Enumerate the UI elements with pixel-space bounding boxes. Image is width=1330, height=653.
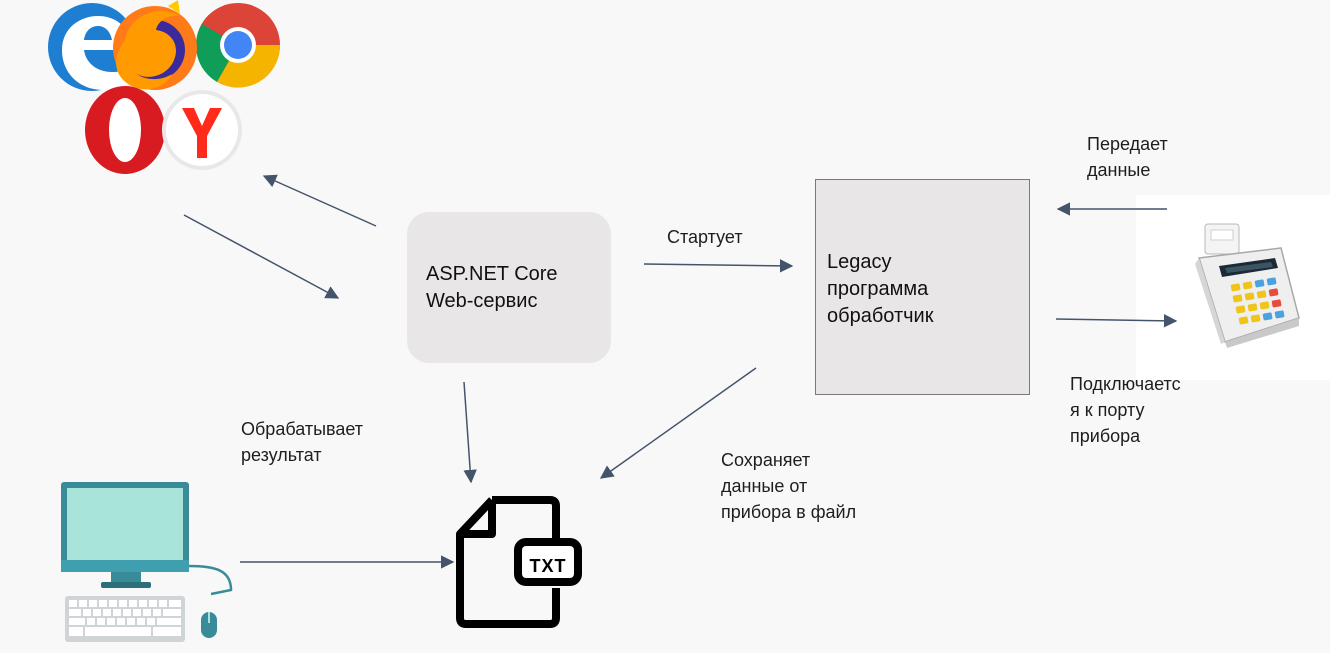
label-processes-line1: Обрабатывает <box>241 419 364 439</box>
legacy-name-line1: Legacy <box>827 251 892 273</box>
edge-browser-icon <box>48 3 136 91</box>
label-saves-line2: данные от <box>721 476 808 496</box>
label-connects-port: Подключаетс я к порту прибора <box>1070 371 1181 449</box>
chrome-browser-icon <box>196 3 281 88</box>
label-saves-line3: прибора в файл <box>721 502 857 522</box>
txt-file-icon <box>456 496 582 628</box>
label-processes-line2: результат <box>241 445 322 465</box>
label-sends-data-line2: данные <box>1087 160 1151 180</box>
arrow-server-to-file <box>463 381 477 484</box>
asp-net-core-label: ASP.NET Core Web-сервис <box>426 261 558 315</box>
label-connects-line1: Подключаетс <box>1070 374 1181 394</box>
txt-badge-label: TXT <box>529 556 567 576</box>
server-name-line1: ASP.NET Core <box>426 263 558 285</box>
label-saves-file: Сохраняет данные от прибора в файл <box>721 447 856 525</box>
firefox-browser-icon <box>113 0 197 90</box>
legacy-program-label: Legacy программа обработчик <box>827 249 933 330</box>
arrow-server-to-browsers <box>262 174 377 227</box>
arrow-browsers-to-server <box>183 214 340 299</box>
label-processes-result: Обрабатывает результат <box>241 416 363 468</box>
browser-icons-cluster <box>48 0 281 174</box>
label-saves-line1: Сохраняет <box>721 450 811 470</box>
arrow-server-to-legacy <box>643 259 794 273</box>
arrow-legacy-to-file <box>599 367 757 479</box>
asp-net-core-service-box <box>407 212 611 363</box>
opera-browser-icon <box>85 86 165 174</box>
legacy-name-line2: программа <box>827 278 929 300</box>
label-sends-data-line1: Передает <box>1087 134 1168 154</box>
legacy-name-line3: обработчик <box>827 305 934 327</box>
label-sends-data: Передает данные <box>1087 131 1168 183</box>
label-connects-line2: я к порту <box>1070 400 1145 420</box>
arrow-legacy-to-device <box>1055 314 1178 328</box>
yandex-browser-icon <box>162 90 242 170</box>
desktop-computer-icon <box>61 482 233 642</box>
cash-register-icon <box>1195 223 1300 348</box>
label-starts: Стартует <box>667 227 743 247</box>
server-name-line2: Web-сервис <box>426 290 538 312</box>
legacy-program-box <box>815 179 1030 395</box>
label-connects-line3: прибора <box>1070 426 1141 446</box>
